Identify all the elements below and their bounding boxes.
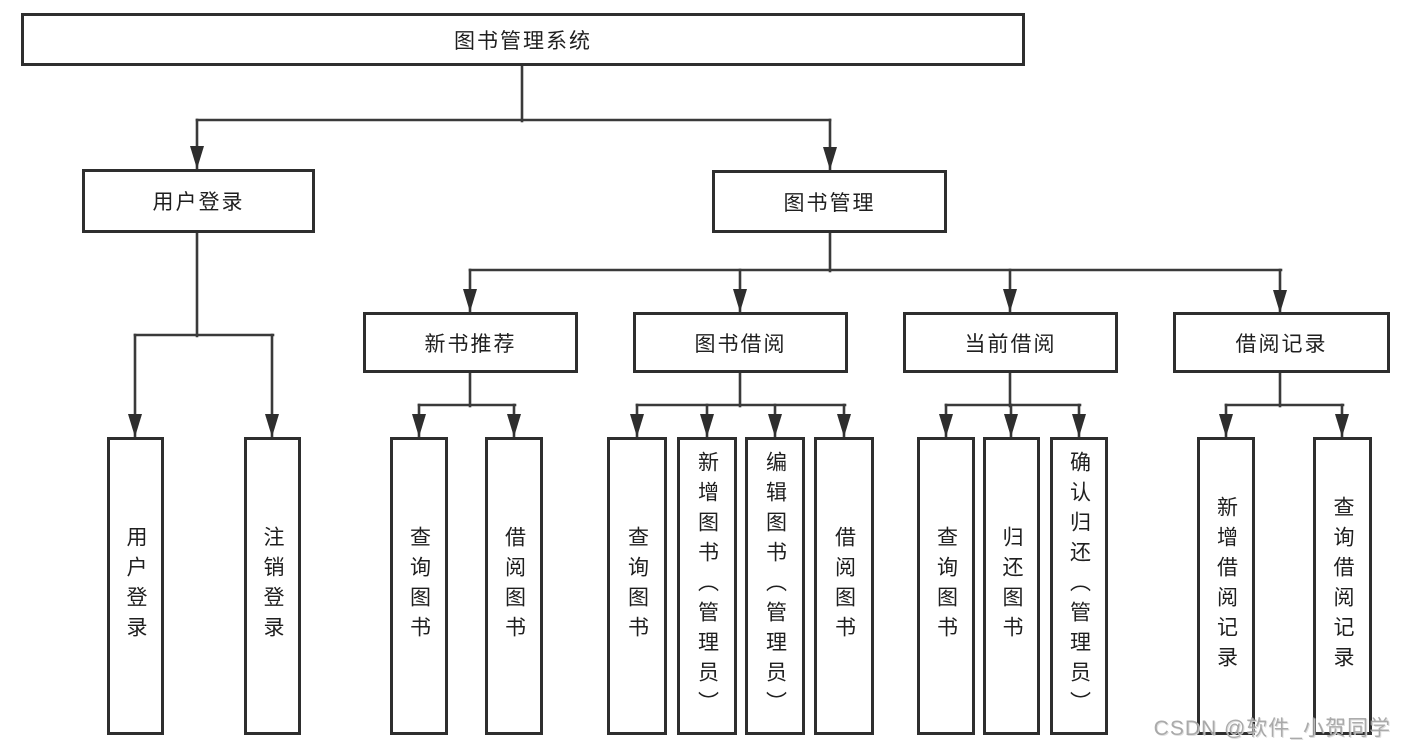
arrowhead-icon [128, 414, 142, 437]
node-label: 借阅记录 [1235, 332, 1328, 356]
arrowhead-icon [265, 414, 279, 437]
node-label: 图书管理系统 [454, 29, 592, 53]
node-label: 新增图书（管理员） [695, 451, 719, 721]
arrowhead-icon [1335, 414, 1349, 437]
leaf-query-borrow-record: 查询借阅记录 [1313, 437, 1372, 735]
arrowhead-icon [507, 414, 521, 437]
leaf-add-borrow-record: 新增借阅记录 [1197, 437, 1255, 735]
leaf-user-login: 用户登录 [107, 437, 164, 735]
arrowhead-icon [190, 146, 204, 169]
node-label: 查询图书 [934, 526, 958, 646]
node-book-management: 图书管理 [712, 170, 947, 233]
arrowhead-icon [939, 414, 953, 437]
arrowhead-icon [700, 414, 714, 437]
node-current-borrowing: 当前借阅 [903, 312, 1118, 373]
node-label: 查询图书 [407, 526, 431, 646]
leaf-query-books-current: 查询图书 [917, 437, 975, 735]
node-label: 新增借阅记录 [1214, 496, 1238, 676]
node-label: 图书管理 [783, 191, 876, 215]
arrowhead-icon [1072, 414, 1086, 437]
node-label: 图书借阅 [694, 332, 787, 356]
arrowhead-icon [1003, 289, 1017, 312]
node-book-borrowing: 图书借阅 [633, 312, 848, 373]
leaf-edit-books-admin: 编辑图书（管理员） [745, 437, 805, 735]
node-label: 确认归还（管理员） [1067, 451, 1091, 721]
arrowhead-icon [837, 414, 851, 437]
leaf-borrow-books-recommend: 借阅图书 [485, 437, 543, 735]
node-label: 当前借阅 [964, 332, 1057, 356]
leaf-query-books-borrow: 查询图书 [607, 437, 667, 735]
node-label: 借阅图书 [502, 526, 526, 646]
arrowhead-icon [733, 289, 747, 312]
arrowhead-icon [463, 289, 477, 312]
arrowhead-icon [768, 414, 782, 437]
arrowhead-icon [412, 414, 426, 437]
leaf-return-books: 归还图书 [983, 437, 1040, 735]
node-borrowing-records: 借阅记录 [1173, 312, 1390, 373]
arrowhead-icon [1219, 414, 1233, 437]
node-label: 归还图书 [1000, 526, 1023, 646]
node-label: 新书推荐 [424, 332, 517, 356]
arrowhead-icon [1004, 414, 1018, 437]
arrowhead-icon [1273, 290, 1287, 313]
node-user-login: 用户登录 [82, 169, 315, 233]
leaf-query-books-recommend: 查询图书 [390, 437, 448, 735]
leaf-borrow-books: 借阅图书 [814, 437, 874, 735]
node-label: 查询借阅记录 [1331, 496, 1354, 676]
leaf-add-books-admin: 新增图书（管理员） [677, 437, 737, 735]
node-label: 编辑图书（管理员） [763, 451, 787, 721]
watermark: CSDN @软件_小贺同学 [1153, 717, 1391, 740]
leaf-confirm-return-admin: 确认归还（管理员） [1050, 437, 1108, 735]
node-label: 用户登录 [152, 191, 245, 214]
node-label: 用户登录 [124, 526, 147, 646]
node-label: 注销登录 [261, 526, 284, 646]
arrowhead-icon [823, 147, 837, 170]
node-label: 查询图书 [625, 526, 649, 646]
arrowhead-icon [630, 414, 644, 437]
node-new-book-recommendation: 新书推荐 [363, 312, 578, 373]
node-library-management-system: 图书管理系统 [21, 13, 1025, 66]
leaf-logout: 注销登录 [244, 437, 301, 735]
node-label: 借阅图书 [832, 526, 856, 646]
